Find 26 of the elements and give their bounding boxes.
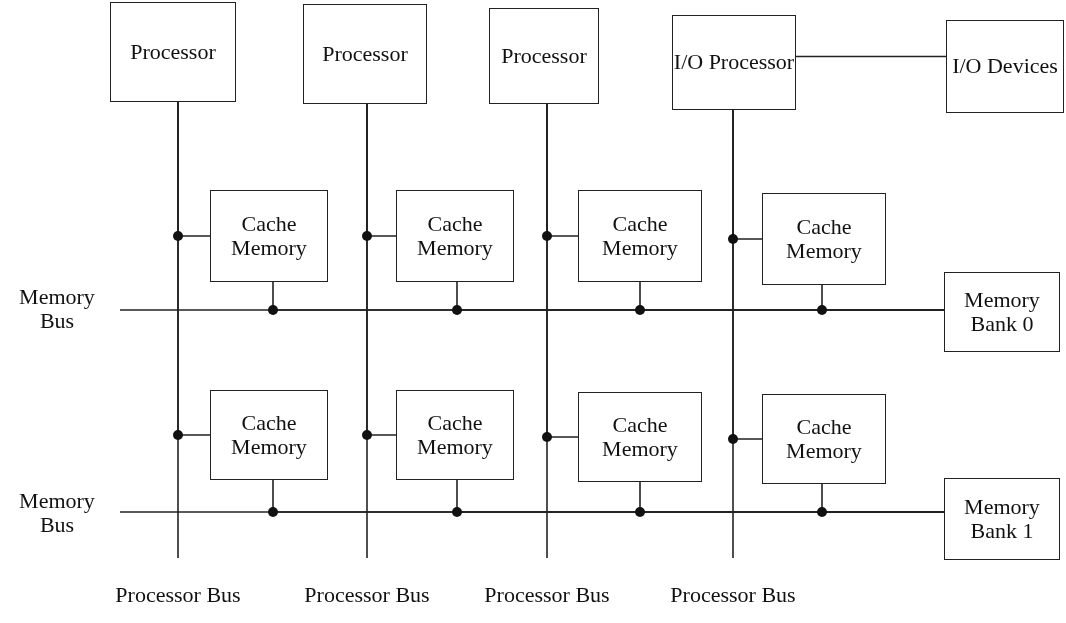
bus-line — [366, 103, 397, 436]
bus-label: Processor Bus — [668, 568, 798, 623]
bus-line — [732, 109, 763, 440]
processor-box: Processor — [303, 4, 427, 104]
memory-bank-box: Memory Bank 0 — [944, 272, 1060, 352]
bus-label: Memory Bus — [4, 280, 110, 338]
processor-box: I/O Processor — [672, 15, 796, 110]
cache-memory-box: Cache Memory — [396, 390, 514, 480]
bus-label: Processor Bus — [302, 568, 432, 623]
bus-label: Processor Bus — [482, 568, 612, 623]
bus-line — [546, 103, 579, 438]
cache-memory-box: Cache Memory — [578, 190, 702, 282]
bus-label: Processor Bus — [113, 568, 243, 623]
device-box: I/O Devices — [946, 20, 1064, 113]
cache-memory-box: Cache Memory — [396, 190, 514, 282]
bus-label: Memory Bus — [4, 484, 110, 542]
bus-line — [795, 55, 947, 58]
memory-bank-box: Memory Bank 1 — [944, 478, 1060, 560]
cache-memory-box: Cache Memory — [762, 193, 886, 285]
bus-line — [177, 101, 211, 436]
cache-memory-box: Cache Memory — [578, 392, 702, 482]
cache-memory-box: Cache Memory — [210, 190, 328, 282]
processor-box: Processor — [110, 2, 236, 102]
cache-memory-box: Cache Memory — [210, 390, 328, 480]
processor-box: Processor — [489, 8, 599, 104]
cache-memory-box: Cache Memory — [762, 394, 886, 484]
